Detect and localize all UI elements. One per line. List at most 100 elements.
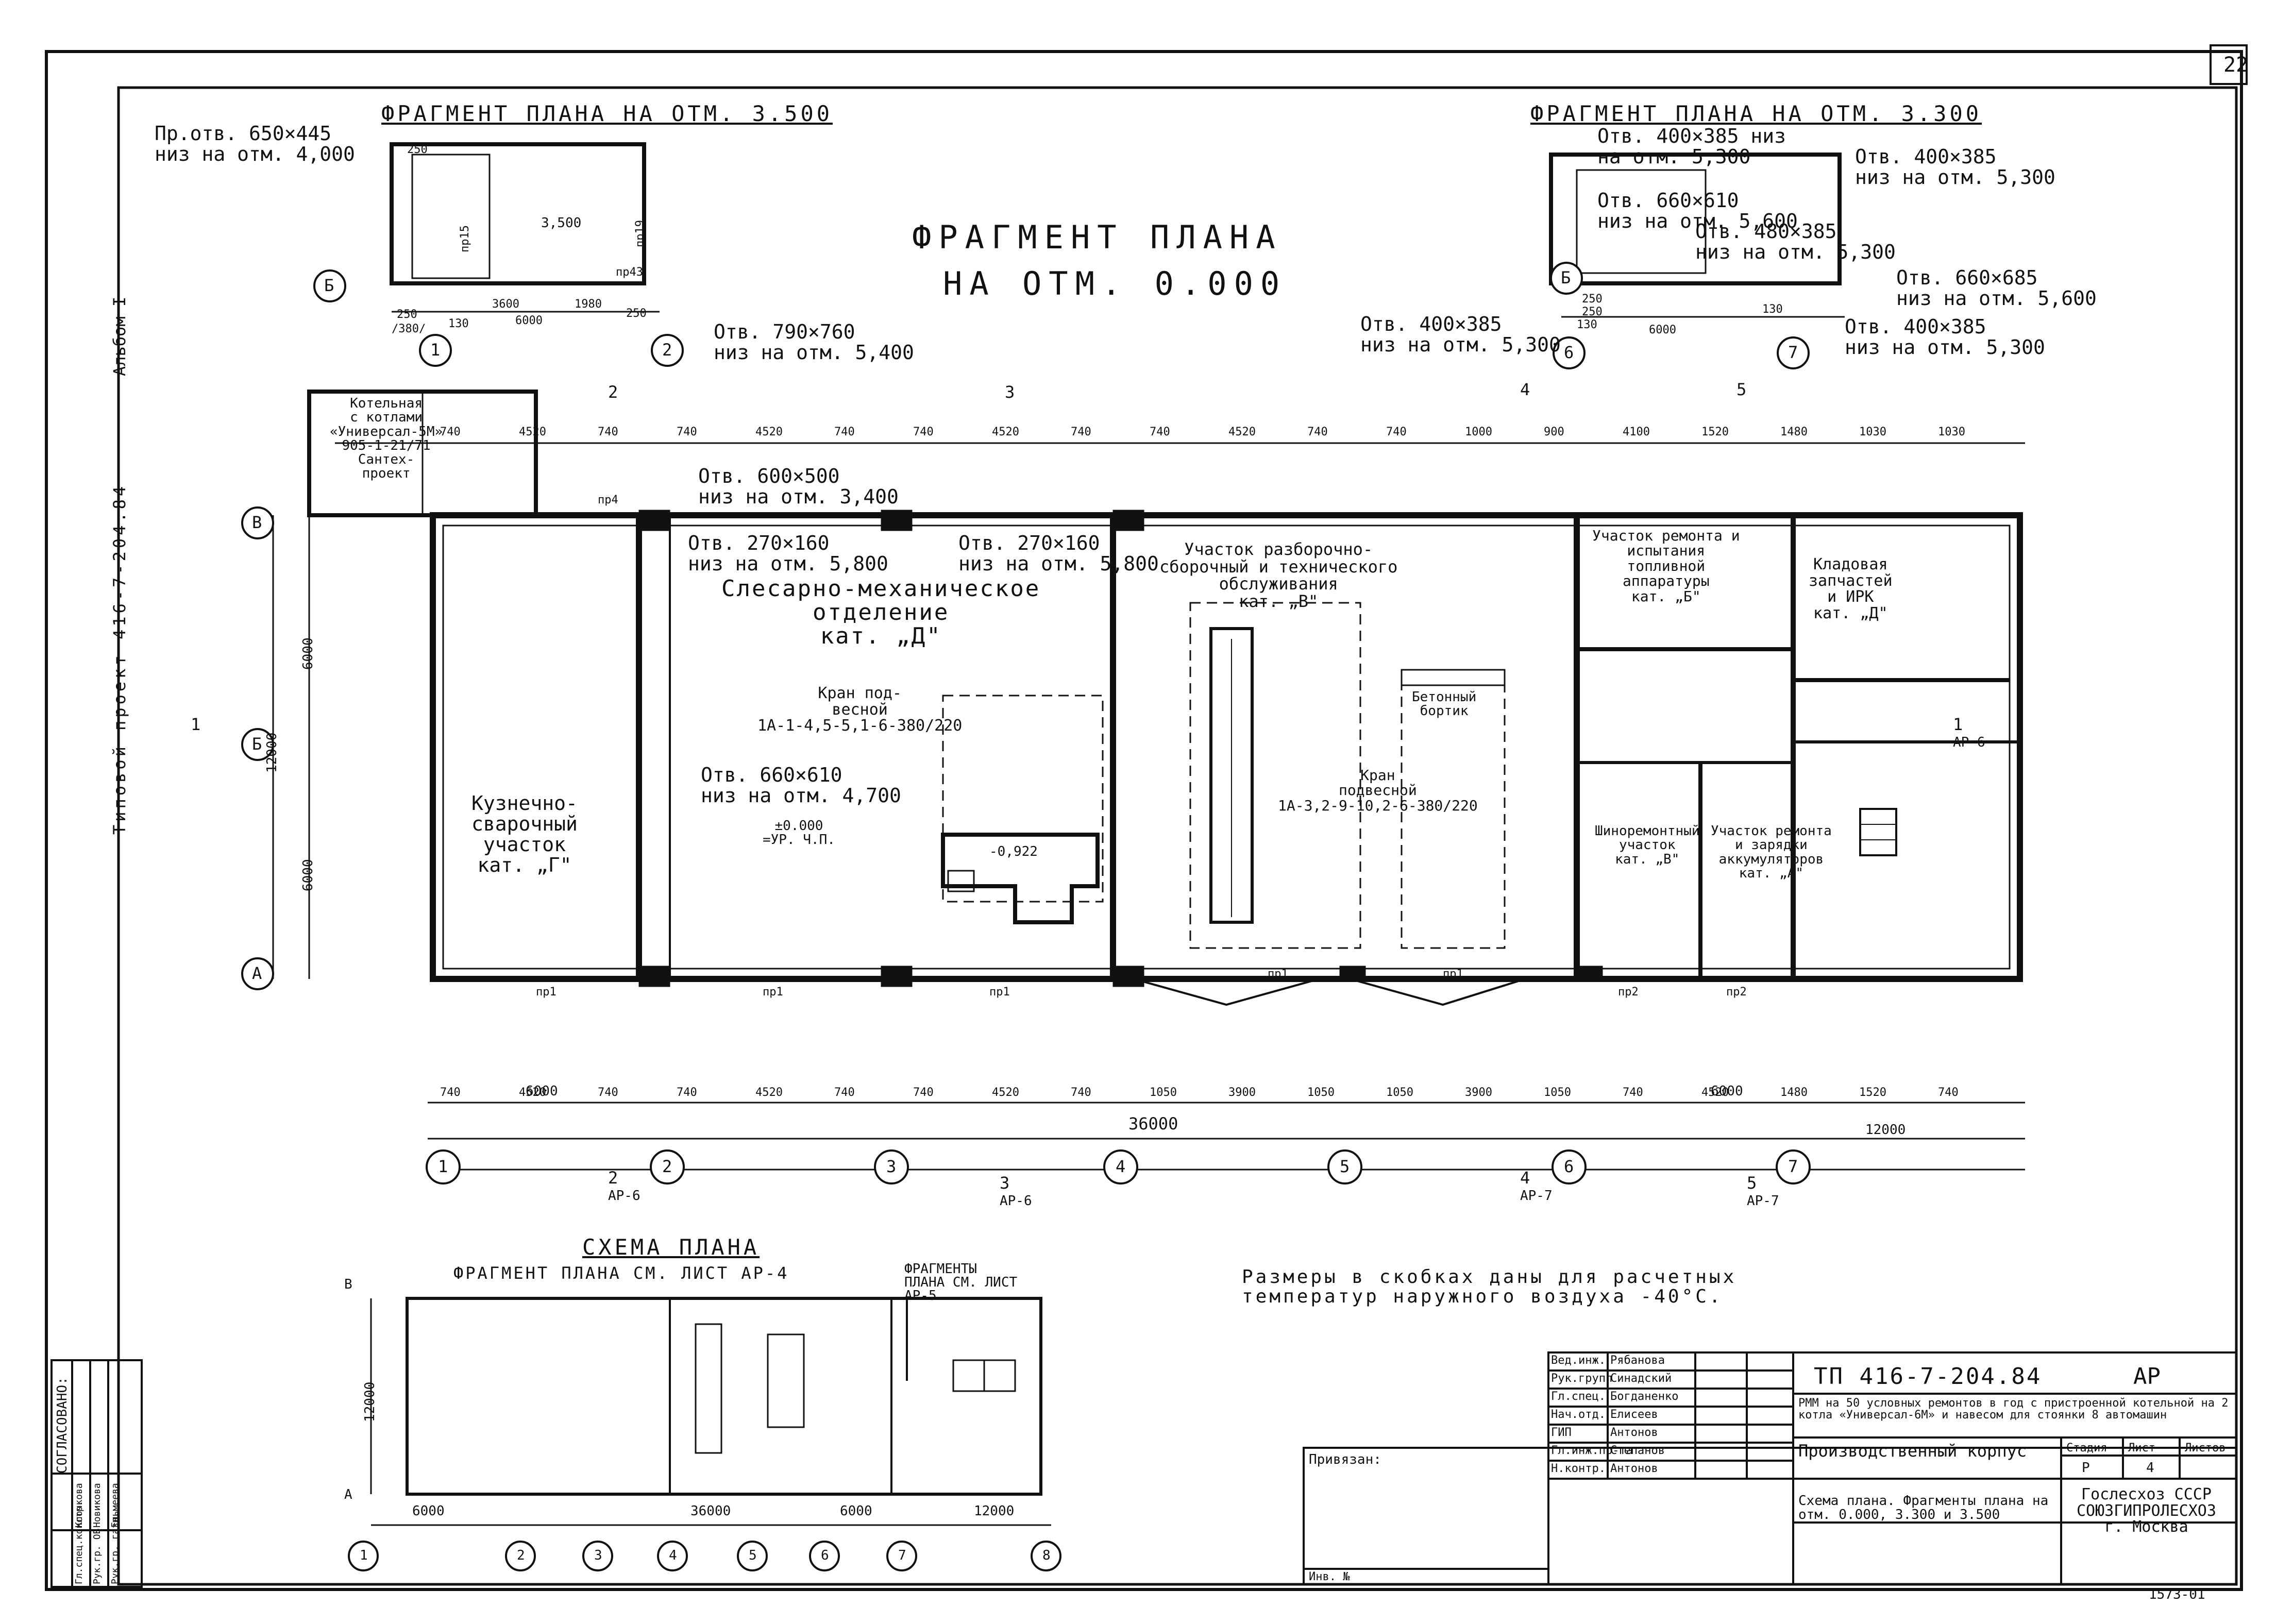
room-storage: Кладовая запчастей и ИРК кат. „Д"	[1809, 555, 1893, 622]
frag-right-dim-6000: 6000	[1649, 324, 1676, 336]
dim-top-3: 740	[677, 426, 697, 438]
room-mechanical: Слесарно-механическое отделение кат. „Д"	[721, 576, 1041, 650]
dim-bottom-2: 740	[598, 1086, 618, 1099]
staff-role: Гл.инж.пр-та	[1551, 1444, 1633, 1457]
opening-480x385: Отв. 480×385 низ на отм. 5,300	[1695, 220, 1896, 263]
dim-bottom-3: 740	[677, 1086, 697, 1099]
room-fuel: Участок ремонта и испытания топливной ап…	[1592, 527, 1740, 605]
section-mark-3-top: 3	[1005, 382, 1015, 402]
frag-right-dim-130-b: 130	[1762, 303, 1783, 316]
dim-top-2: 740	[598, 426, 618, 438]
tb-stage-label: Стадия	[2066, 1442, 2107, 1454]
staff-role: ГИП	[1551, 1426, 1572, 1439]
main-title-line1: ФРАГМЕНТ ПЛАНА	[912, 218, 1283, 256]
opening-790x760: Отв. 790×760 низ на отм. 5,400	[714, 320, 914, 364]
opening-400x385-c: Отв. 400×385 низ на отм. 5,300	[1360, 313, 1561, 356]
door-mark-1: пр1	[536, 986, 557, 999]
axis-3: 3	[886, 1157, 897, 1176]
frag-left-axis-1: 1	[430, 340, 441, 360]
section-mark-5-top: 5	[1736, 380, 1747, 399]
tb-object: РММ на 50 условных ремонтов в год с прис…	[1798, 1397, 2229, 1422]
door-mark-3: пр1	[989, 986, 1010, 999]
tb-inv-code: 1573-01	[2149, 1587, 2205, 1602]
staff-role: Гл.спец.	[1551, 1390, 1606, 1403]
frag-left-dim-130: 130	[448, 317, 469, 330]
axis-v: В	[252, 513, 262, 532]
door-mark-2: пр1	[763, 986, 783, 999]
dim-top-1: 4520	[519, 426, 546, 438]
frag-right-dim-130: 130	[1577, 318, 1597, 331]
dim-top-12: 740	[1386, 426, 1407, 438]
dim-side-total: 12000	[264, 732, 280, 773]
sheet-number: 22	[2223, 53, 2249, 77]
door-mark-10: пр19	[634, 220, 647, 247]
scheme-dim-side: 12000	[362, 1381, 378, 1422]
tb-inv: Инв. №	[1309, 1570, 1350, 1583]
dim-bay-2: 6000	[1711, 1084, 1743, 1099]
opening-650x445: Пр.отв. 650×445 низ на отм. 4,000	[155, 122, 355, 165]
dim-bottom-6: 740	[913, 1086, 934, 1099]
door-mark-6: пр2	[1618, 986, 1639, 999]
dim-bottom-9: 1050	[1150, 1086, 1177, 1099]
dim-bottom-7: 4520	[992, 1086, 1019, 1099]
frag-right-axis-7: 7	[1788, 343, 1798, 362]
dim-bottom-8: 740	[1071, 1086, 1091, 1099]
dim-top-18: 1030	[1859, 426, 1886, 438]
dim-top-10: 4520	[1228, 426, 1256, 438]
axis-1: 1	[438, 1157, 448, 1176]
axis-6: 6	[1564, 1157, 1574, 1176]
staff-name: Елисеев	[1610, 1408, 1658, 1421]
staff-role: Нач.отд.	[1551, 1408, 1606, 1421]
album-label: Альбом I	[110, 296, 129, 376]
dim-top-13: 1000	[1465, 426, 1492, 438]
staff-role: Рук.групп	[1551, 1372, 1613, 1385]
scheme-subtitle-2: ФРАГМЕНТЫ ПЛАНА СМ. ЛИСТ АР-5	[904, 1261, 1018, 1304]
scheme-dim-part-2: 6000	[840, 1503, 872, 1519]
staff-name: Степанов	[1610, 1444, 1665, 1457]
door-mark-8: пр4	[598, 494, 618, 506]
approval-name: Ельмеева	[110, 1483, 121, 1528]
scheme-axis-1: 1	[360, 1548, 368, 1563]
sheet-frame-inner	[117, 86, 2238, 1586]
dim-bottom-4: 4520	[755, 1086, 783, 1099]
tb-sheets-label: Листов	[2185, 1442, 2226, 1454]
approval-name: Новикова	[92, 1483, 103, 1528]
title-block-frame	[50, 1351, 2237, 1588]
dim-bottom-15: 740	[1623, 1086, 1643, 1099]
sheet-number-box	[2210, 44, 2248, 85]
dim-top-7: 4520	[992, 426, 1019, 438]
staff-name: Антонов	[1610, 1462, 1658, 1475]
frag-left-dim-250-b: 250	[626, 307, 647, 320]
axis-markers	[241, 262, 1811, 1571]
dim-bottom-13: 3900	[1465, 1086, 1492, 1099]
pit-mark: -0,922	[989, 844, 1038, 859]
frag-mark-35: 3,500	[541, 215, 582, 231]
tb-sheet-title: Схема плана. Фрагменты плана на отм. 0.0…	[1798, 1493, 2049, 1523]
frag-right-axis-6: 6	[1564, 343, 1574, 362]
axis-5: 5	[1340, 1157, 1350, 1176]
dim-side-part-2: 6000	[300, 859, 316, 891]
scheme-axis-5: 5	[749, 1548, 757, 1563]
door-mark-4: пр1	[1268, 968, 1288, 980]
scheme-axis-2: 2	[517, 1548, 525, 1563]
frag-left-dim-6000: 6000	[515, 314, 543, 327]
opening-270x160-a: Отв. 270×160 низ на отм. 5,800	[688, 532, 888, 575]
staff-name: Антонов	[1610, 1426, 1658, 1439]
fragment-left-title: ФРАГМЕНТ ПЛАНА НА ОТМ. 3.500	[381, 101, 833, 126]
opening-400x385-b: Отв. 400×385 низ на отм. 5,300	[1855, 145, 2055, 189]
opening-400x385-d: Отв. 400×385 низ на отм. 5,300	[1845, 315, 2045, 359]
scheme-axis-4: 4	[669, 1548, 677, 1563]
scheme-axis-3: 3	[594, 1548, 602, 1563]
opening-600x500: Отв. 600×500 низ на отм. 3,400	[698, 465, 899, 508]
dim-bottom-11: 1050	[1307, 1086, 1335, 1099]
axis-7: 7	[1788, 1157, 1798, 1176]
approval-name: Клочкова	[74, 1483, 85, 1528]
side-project-code: Типовой проект 416-7-204.84	[110, 483, 129, 835]
frag-left-dim-380: /380/	[392, 323, 426, 335]
dim-top-9: 740	[1150, 426, 1170, 438]
opening-270x160-b: Отв. 270×160 низ на отм. 5,800	[958, 532, 1159, 575]
dim-top-14: 900	[1544, 426, 1564, 438]
dim-bottom-16: 4520	[1701, 1086, 1729, 1099]
